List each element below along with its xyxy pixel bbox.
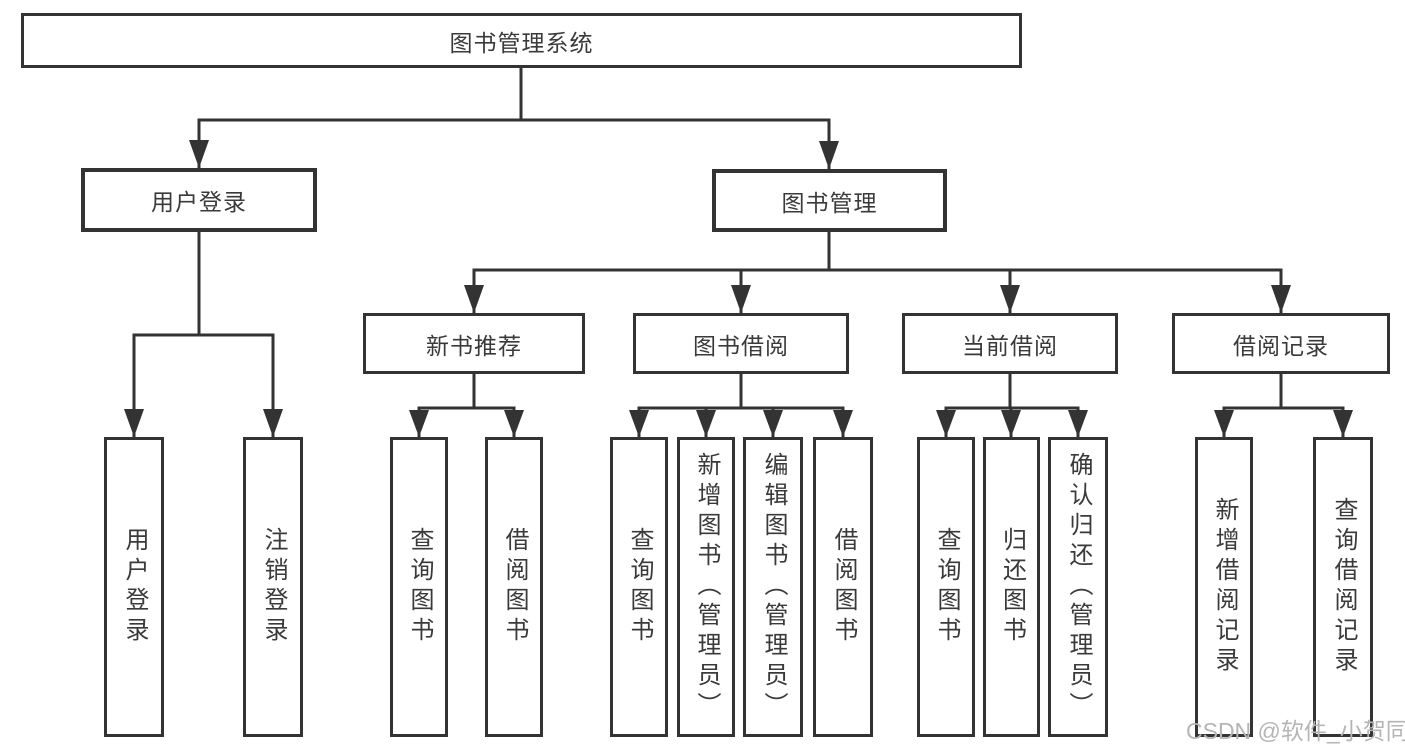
node-label: 查询图书: [406, 527, 433, 647]
leaf-add-borrow-record: 新增借阅记录: [1195, 437, 1253, 737]
node-label: 查询图书: [626, 527, 653, 647]
leaf-return-books: 归还图书: [983, 437, 1040, 737]
node-book-borrowing: 图书借阅: [633, 313, 849, 374]
node-current-borrowing: 当前借阅: [902, 313, 1118, 374]
node-label: 归还图书: [998, 527, 1026, 647]
node-label: 查询借阅记录: [1330, 497, 1357, 677]
leaf-borrow-books-borrowing: 借阅图书: [813, 437, 873, 737]
leaf-confirm-return-admin: 确认归还（管理员）: [1048, 437, 1108, 737]
node-label: 新书推荐: [426, 332, 522, 359]
node-label: 新增借阅记录: [1211, 497, 1238, 677]
node-label: 图书管理: [781, 189, 878, 216]
node-label: 注销登录: [260, 527, 287, 647]
node-label: 图书借阅: [693, 332, 789, 359]
leaf-add-books-admin: 新增图书（管理员）: [677, 437, 735, 737]
node-label: 借阅图书: [501, 527, 528, 647]
leaf-user-login: 用户登录: [104, 437, 164, 737]
node-label: 用户登录: [121, 527, 148, 647]
node-label: 新增图书（管理员）: [693, 452, 720, 722]
leaf-query-books-recommend: 查询图书: [390, 437, 448, 737]
leaf-edit-books-admin: 编辑图书（管理员）: [743, 437, 803, 737]
node-label: 图书管理系统: [449, 29, 594, 56]
leaf-borrow-books-recommend: 借阅图书: [485, 437, 543, 737]
node-label: 借阅图书: [830, 527, 857, 647]
node-label: 编辑图书（管理员）: [760, 452, 787, 722]
node-label: 借阅记录: [1233, 332, 1329, 359]
node-new-book-recommend: 新书推荐: [363, 313, 585, 374]
node-label: 确认归还（管理员）: [1065, 452, 1092, 722]
leaf-query-books-current: 查询图书: [917, 437, 975, 737]
node-label: 用户登录: [151, 189, 247, 215]
leaf-logout: 注销登录: [243, 437, 303, 737]
leaf-query-books-borrowing: 查询图书: [610, 437, 668, 737]
node-user-login: 用户登录: [81, 168, 317, 232]
node-library-system: 图书管理系统: [21, 13, 1022, 68]
arrow-down-icon: [124, 140, 1353, 437]
node-borrowing-records: 借阅记录: [1172, 313, 1390, 374]
leaf-query-borrow-record: 查询借阅记录: [1313, 437, 1373, 737]
csdn-watermark: CSDN @软件_小贺同学: [1186, 718, 1405, 744]
node-label: 查询图书: [933, 527, 960, 647]
node-label: 当前借阅: [962, 332, 1058, 359]
node-book-management: 图书管理: [712, 169, 947, 232]
